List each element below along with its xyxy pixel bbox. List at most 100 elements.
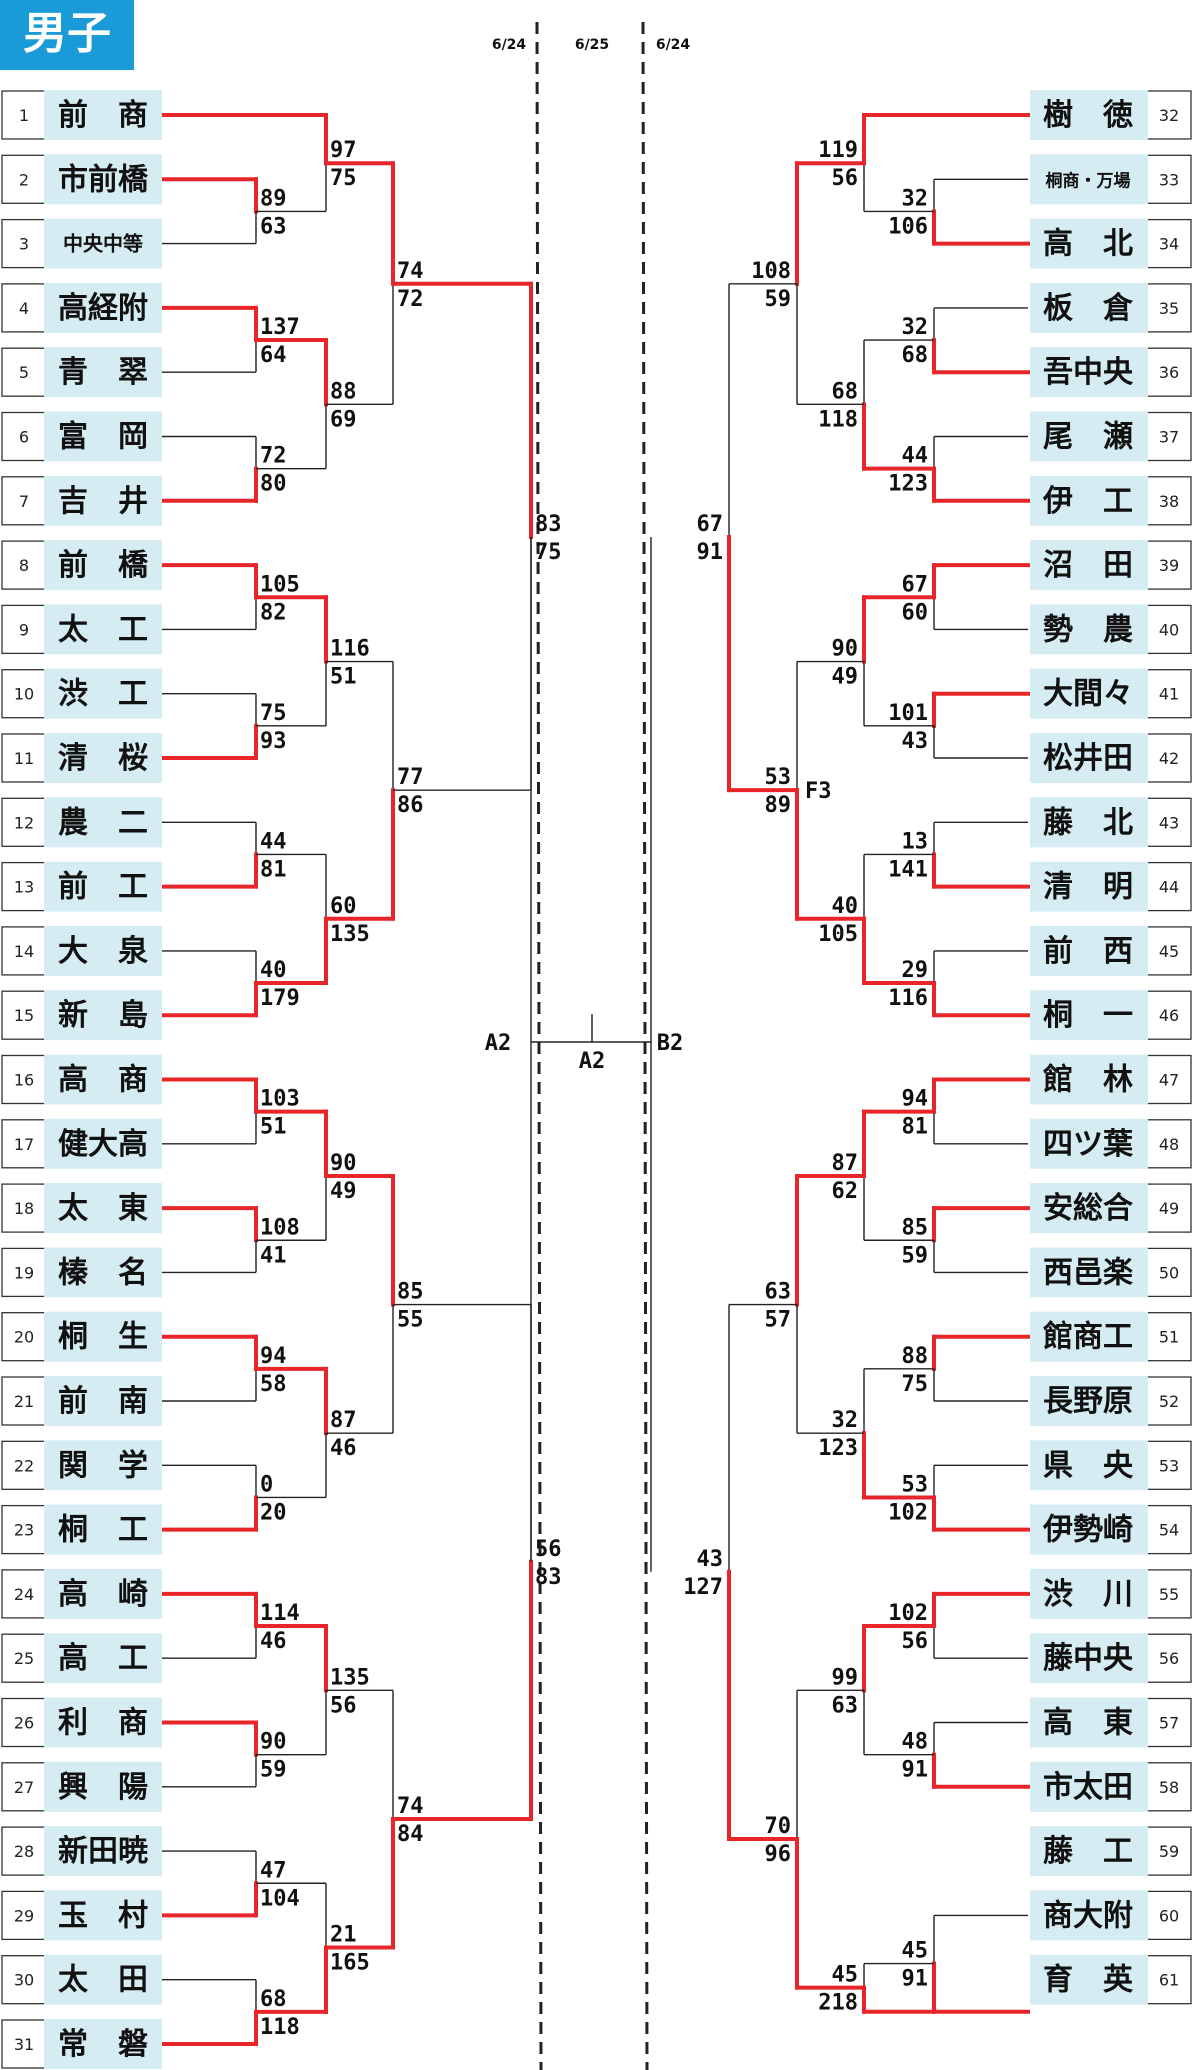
team-name: 渋 工 [58,677,148,712]
seed-box [1146,90,1192,140]
division-title: 男子 [23,8,111,59]
left-score-L8_11-bot: 51 [330,665,357,690]
left-score-L16_19-bot: 49 [330,1179,357,1204]
right-score-R57_58-top: 48 [902,1730,929,1755]
team-name: 桐 生 [58,1320,148,1355]
left-score-L6_7-bot: 80 [260,472,287,497]
right-team-33: 33 桐商・万場 [1030,154,1192,205]
right-score-R39_42-top: 90 [832,637,859,662]
left-score-L16_19-top: 90 [330,1151,357,1176]
seed-number: 17 [14,1135,34,1154]
seed-number: 33 [1159,170,1179,189]
seed-box [1146,1697,1192,1748]
left-score-L24_27-bot: 56 [330,1693,357,1718]
seed-number: 24 [14,1585,34,1604]
seed-box [1146,926,1192,976]
seed-number: 35 [1159,299,1179,318]
right-match-tag: F3 [805,779,832,804]
team-name: 松井田 [1043,741,1133,776]
seed-number: 36 [1159,363,1179,382]
left-score-L20_23-top: 87 [330,1408,357,1433]
right-score-R47_54-bot: 57 [765,1308,792,1333]
seed-box [1146,1312,1192,1362]
team-name: 前 西 [1043,934,1133,969]
seed-box [1,1054,47,1105]
left-score-L14_15-bot: 179 [260,986,300,1011]
team-name-bg [1030,1376,1148,1426]
team-name: 大間々 [1043,677,1133,712]
right-score-R60_61-bot: 91 [902,1967,929,1992]
team-name: 青 翠 [58,355,148,390]
right-score-R33_34-top: 32 [902,186,929,211]
team-name: 桐商・万場 [1046,170,1131,191]
round-divider-lines [535,21,649,2070]
team-name: 榛 名 [58,1255,148,1290]
seed-box [1146,347,1192,397]
team-name-bg [1030,797,1148,848]
team-name-bg [44,797,162,848]
team-name-bg [1030,925,1148,976]
team-name-bg [44,1890,162,1941]
left-score-L16_17-bot: 51 [260,1115,287,1140]
team-name: 西邑楽 [1043,1255,1133,1290]
left-score-L28_29-bot: 104 [260,1886,300,1911]
date-right: 6/24 [656,37,691,53]
divider-left [535,21,543,2070]
right-score-R55_58-bot: 63 [832,1693,859,1718]
division-title-bg [0,0,134,70]
seed-number: 39 [1159,556,1179,575]
team-name-bg [1030,1054,1148,1105]
right-team-47: 47館 林 [1030,1054,1192,1105]
right-score-R39_46-top: 53 [765,765,792,790]
right-score-R59_61-top: 45 [832,1963,859,1988]
left-score-L8_15-top: 77 [397,765,424,790]
right-team-37: 37尾 瀬 [1030,411,1192,462]
right-team-38: 38伊 工 [1030,475,1192,526]
date-left: 6/24 [492,37,527,53]
seed-box [1146,540,1192,590]
team-name-bg [1030,1633,1148,1684]
seed-box [1,411,47,462]
score-labels: 8963977513764728088697472105827593116514… [260,138,928,2040]
seed-number: 18 [14,1199,34,1218]
right-score-R55_61-top: 70 [765,1814,792,1839]
left-score-L12_13-bot: 81 [260,857,287,882]
right-score-R32_34-top: 119 [818,138,858,163]
team-name-bg [1030,1826,1148,1877]
left-score-L18_19-top: 108 [260,1215,300,1240]
left-score-L18_19-bot: 41 [260,1243,287,1268]
right-score-R51_52-top: 88 [902,1344,929,1369]
seed-box [1146,669,1192,719]
seed-box [1146,797,1192,847]
team-name: 健大高 [58,1127,148,1162]
team-name-bg [44,347,162,398]
left-score-L8_15-bot: 86 [397,793,424,818]
team-name: 藤中央 [1043,1641,1134,1676]
right-team-45: 45前 西 [1030,925,1192,976]
seed-number: 6 [19,428,29,447]
team-name: 四ツ葉 [1043,1127,1134,1162]
team-name-bg [1030,1504,1148,1555]
team-name-bg [44,1568,162,1619]
seed-number: 4 [19,299,29,318]
bracket-lines [160,113,1030,2046]
seed-number: 61 [1159,1971,1179,1990]
team-name-bg [1030,1247,1148,1298]
divider-right [641,21,649,2070]
left-score-L8_9-top: 105 [260,572,300,597]
team-name: 沼 田 [1043,548,1133,583]
right-score-R37_38-top: 44 [902,444,929,469]
seed-number: 41 [1159,685,1179,704]
seed-box [1146,1247,1192,1298]
right-score-R55_56-bot: 56 [902,1629,929,1654]
